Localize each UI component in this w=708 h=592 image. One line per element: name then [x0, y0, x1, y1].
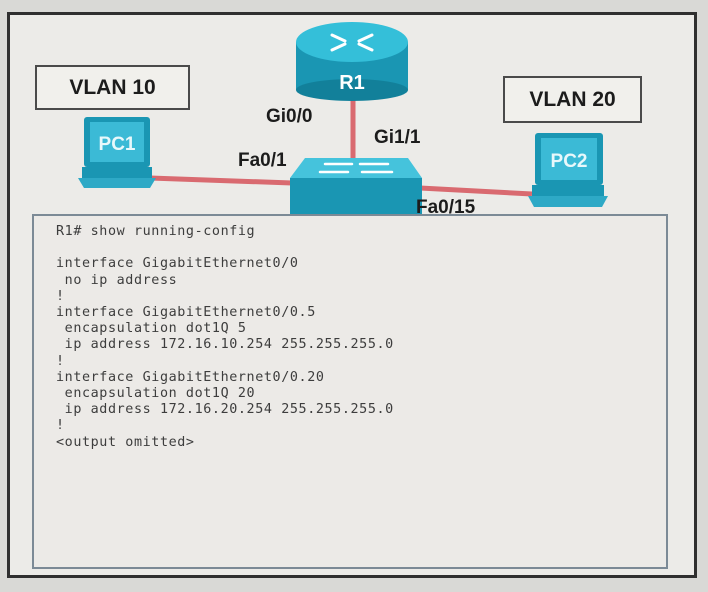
pc2-label: PC2 — [551, 151, 588, 172]
config-line: interface GigabitEthernet0/0.20 — [56, 369, 325, 385]
config-line: interface GigabitEthernet0/0 — [56, 256, 299, 272]
config-line: interface GigabitEthernet0/0.5 — [56, 305, 316, 321]
router-arrows-icon — [330, 33, 374, 52]
switch — [290, 158, 422, 216]
router-label: R1 — [339, 72, 365, 94]
running-config-panel: R1# show running-config interface Gigabi… — [32, 214, 668, 569]
config-line: ! — [56, 288, 65, 304]
config-line: no ip address — [56, 272, 178, 288]
link-pc1-switch — [149, 175, 293, 186]
config-line: ip address 172.16.20.254 255.255.255.0 — [56, 402, 394, 418]
port-label-gi1-1: Gi1/1 — [374, 127, 421, 148]
config-line: ! — [56, 353, 65, 369]
config-line: ! — [56, 418, 65, 434]
topology-diagram: R1 PC1 PC2 — [78, 22, 608, 216]
port-label-fa0-15: Fa0/15 — [416, 197, 476, 218]
config-line: ip address 172.16.10.254 255.255.255.0 — [56, 337, 394, 353]
pc1: PC1 — [78, 117, 156, 188]
config-line: encapsulation dot1Q 5 — [56, 321, 247, 337]
config-line: R1# show running-config — [56, 224, 256, 239]
port-label-fa0-1: Fa0/1 — [238, 150, 287, 171]
pc1-label: PC1 — [99, 134, 136, 155]
router-r1: R1 — [296, 22, 408, 101]
vlan-10-box: VLAN 10 — [35, 65, 190, 110]
port-label-gi0-0: Gi0/0 — [266, 106, 313, 127]
link-switch-pc2 — [419, 185, 533, 197]
vlan-20-box: VLAN 20 — [503, 76, 642, 123]
switch-arrows-icon — [318, 162, 394, 174]
config-line: encapsulation dot1Q 20 — [56, 386, 256, 402]
pc2: PC2 — [528, 133, 608, 207]
config-line: <output omitted> — [56, 434, 195, 450]
config-line — [56, 240, 666, 256]
